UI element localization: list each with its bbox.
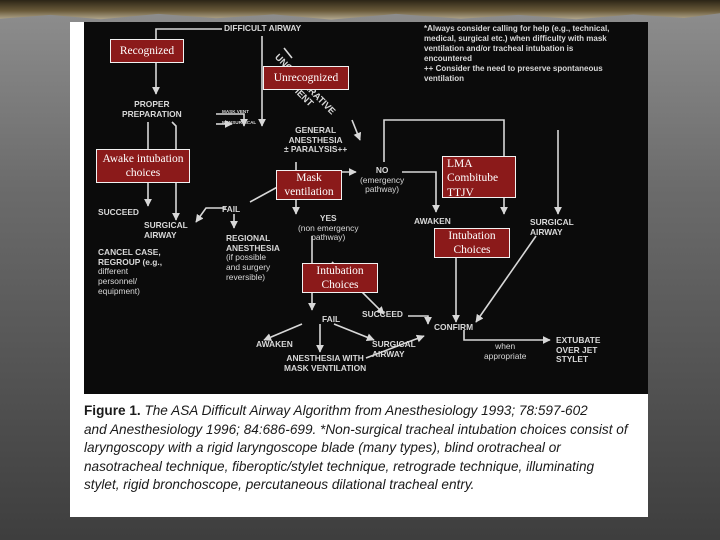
caption-line-2: and Anesthesiology 1996; 84:686-699. *No… xyxy=(84,421,650,440)
arrow-to-surgical-bottom xyxy=(334,324,374,340)
annotation-recognized: Recognized xyxy=(110,39,184,63)
annotation-intubation-choices-center: Intubation Choices xyxy=(302,263,378,293)
figure-caption: Figure 1. The ASA Difficult Airway Algor… xyxy=(84,402,650,495)
annotation-mask-ventilation: Mask ventilation xyxy=(276,170,342,200)
node-surgical-airway-left: SURGICAL AIRWAY xyxy=(144,221,188,240)
arrow-uncooperative-to-ga xyxy=(352,120,360,140)
node-fail-center: FAIL xyxy=(322,315,340,325)
node-mask-vent: MASK VENT xyxy=(222,109,249,114)
node-extubate: EXTUBATE OVER JET STYLET xyxy=(556,336,601,365)
node-cancel-case: CANCEL CASE, REGROUP (e.g., different pe… xyxy=(98,248,162,296)
node-surgical-airway-right: SURGICAL AIRWAY xyxy=(530,218,574,237)
torn-paper-header xyxy=(0,0,720,24)
node-awaken-right: AWAKEN xyxy=(414,217,451,227)
node-yes-nonemergency: YES (non emergency pathway) xyxy=(298,214,359,243)
node-no-emergency: NO (emergency pathway) xyxy=(360,166,404,195)
node-difficult-airway: DIFFICULT AIRWAY xyxy=(224,24,301,34)
node-confirm: CONFIRM xyxy=(434,323,473,333)
caption-line-5: stylet, rigid bronchoscope, percutaneous… xyxy=(84,476,650,495)
algorithm-diagram: DIFFICULT AIRWAY UNCOOPERATIVE PATIENT P… xyxy=(84,22,648,394)
node-fail-left: FAIL xyxy=(222,205,240,215)
node-surgical-airway-bottom: SURGICAL AIRWAY xyxy=(372,340,416,359)
node-succeed-left: SUCCEED xyxy=(98,208,139,218)
node-general-anesthesia: GENERAL ANESTHESIA ± PARALYSIS++ xyxy=(284,126,347,155)
node-proper-preparation: PROPER PREPARATION xyxy=(122,100,182,119)
annotation-lma-combitube-ttjv: LMA Combitube TTJV xyxy=(442,156,516,198)
node-succeed-center: SUCCEED xyxy=(362,310,403,320)
node-anesthesia-mask-ventilation: ANESTHESIA WITH MASK VENTILATION xyxy=(284,354,366,373)
caption-line-1: Figure 1. The ASA Difficult Airway Algor… xyxy=(84,402,650,421)
caption-line-3: laryngoscopy with a rigid laryngoscope b… xyxy=(84,439,650,458)
caption-line-4: nasotracheal technique, fiberoptic/style… xyxy=(84,458,650,477)
arrow-succeed-confirm xyxy=(408,316,428,324)
arrow-to-extubate xyxy=(464,330,550,340)
arrow-to-awaken-right xyxy=(402,172,436,212)
node-when-appropriate: when appropriate xyxy=(484,342,526,361)
node-regional-anesthesia: REGIONAL ANESTHESIA (if possible and sur… xyxy=(226,234,280,282)
node-nonsurgical: NONSURGICAL xyxy=(222,120,256,125)
arrow-to-awaken-bottom xyxy=(264,324,302,340)
note-call-for-help: *Always consider calling for help (e.g.,… xyxy=(424,24,609,84)
annotation-awake-intubation: Awake intubation choices xyxy=(96,149,190,183)
caption-label: Figure 1. xyxy=(84,403,141,418)
annotation-intubation-choices-right: Intubation Choices xyxy=(434,228,510,258)
node-awaken-bottom: AWAKEN xyxy=(256,340,293,350)
annotation-unrecognized: Unrecognized xyxy=(263,66,349,90)
